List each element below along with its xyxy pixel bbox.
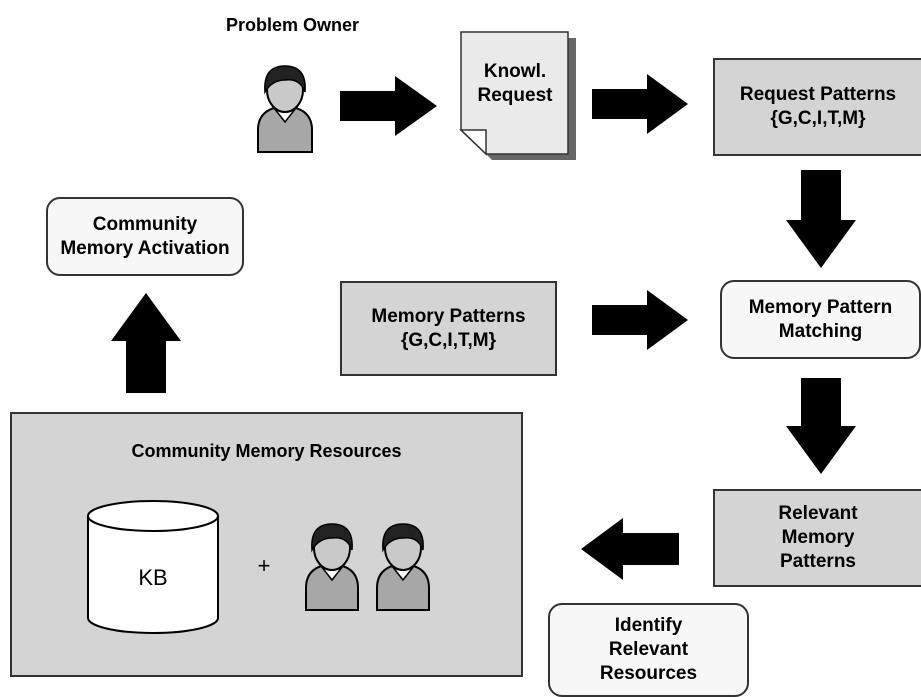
problem-owner-person-icon (257, 65, 313, 153)
arrow-resources-to-activation (111, 293, 181, 393)
kb-label: KB (138, 565, 168, 590)
arrow-request-to-patterns (592, 74, 688, 134)
document-icon (459, 31, 576, 160)
request-patterns-box: Request Patterns {G,C,I,T,M} (713, 58, 921, 156)
plus-sign: + (257, 553, 271, 578)
knowledge-request-label: Knowl. Request (477, 61, 553, 106)
community-memory-activation-label: Community Memory Activation (60, 213, 230, 259)
arrow-owner-to-request (340, 76, 437, 136)
arrow-patterns-to-matching (786, 170, 856, 268)
relevant-memory-patterns-box: Relevant Memory Patterns (713, 489, 921, 587)
memory-patterns-box: Memory Patterns {G,C,I,T,M} (340, 281, 557, 376)
arrow-relevant-to-resources (581, 518, 679, 580)
problem-owner-label: Problem Owner (225, 15, 360, 35)
arrow-memory-patterns-to-matching (592, 290, 688, 350)
memory-patterns-label: Memory Patterns {G,C,I,T,M} (371, 305, 526, 351)
arrow-matching-to-relevant (786, 378, 856, 474)
request-patterns-label: Request Patterns {G,C,I,T,M} (739, 84, 897, 129)
identify-relevant-resources-box: Identify Relevant Resources (548, 603, 749, 697)
community-memory-resources-title: Community Memory Resources (131, 441, 402, 461)
database-icon (87, 500, 219, 634)
identify-relevant-resources-label: Identify Relevant Resources (599, 615, 698, 684)
community-person-icon (376, 523, 430, 611)
memory-pattern-matching-label: Memory Pattern Matching (748, 296, 893, 342)
community-memory-activation-box: Community Memory Activation (46, 197, 244, 276)
memory-pattern-matching-box: Memory Pattern Matching (720, 280, 921, 359)
relevant-memory-patterns-label: Relevant Memory Patterns (778, 503, 858, 572)
community-person-icon (305, 523, 359, 611)
